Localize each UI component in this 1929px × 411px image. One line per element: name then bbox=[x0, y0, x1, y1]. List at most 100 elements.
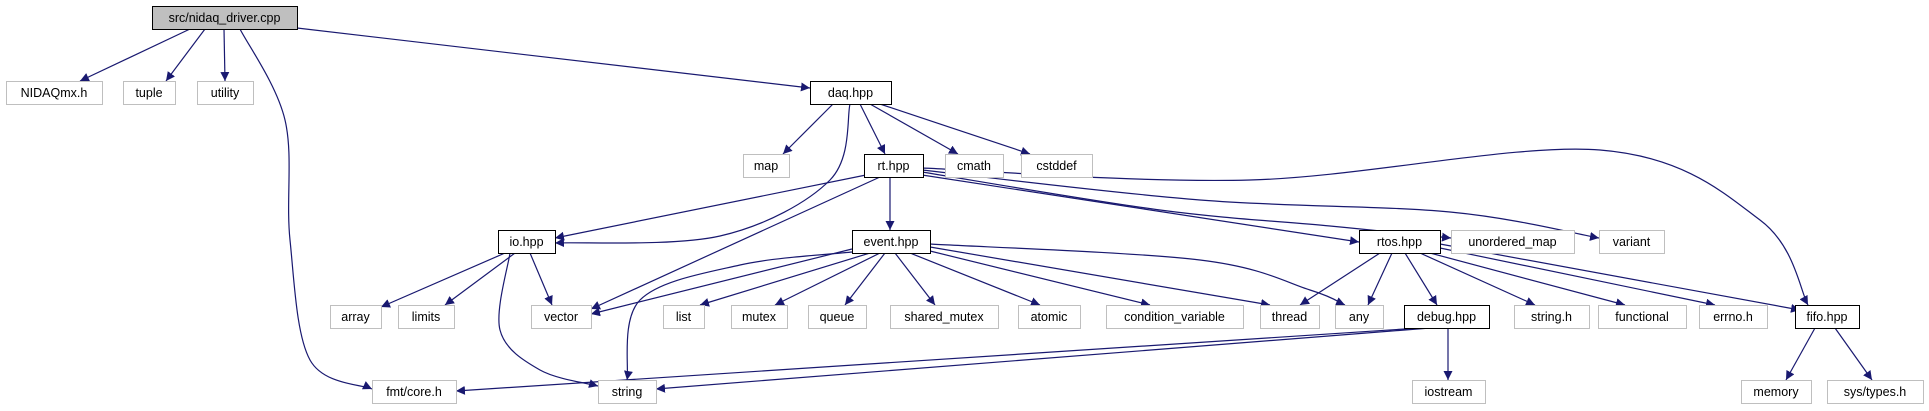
node-debug[interactable]: debug.hpp bbox=[1404, 305, 1490, 329]
node-daq-label: daq.hpp bbox=[828, 86, 873, 100]
edge-io-to-vector bbox=[529, 252, 553, 306]
node-shared_mutex-box bbox=[890, 305, 999, 329]
node-string: string bbox=[598, 380, 657, 404]
node-rtos-box bbox=[1359, 230, 1441, 254]
node-unordered_map-box bbox=[1451, 230, 1575, 254]
node-systypes-box bbox=[1827, 380, 1924, 404]
node-functional-label: functional bbox=[1615, 310, 1669, 324]
node-daq-box bbox=[810, 81, 892, 105]
node-vector-label: vector bbox=[544, 310, 578, 324]
node-string_h-label: string.h bbox=[1531, 310, 1572, 324]
edge-event-to-shared_mutex bbox=[894, 252, 936, 306]
node-limits: limits bbox=[398, 305, 455, 329]
node-atomic: atomic bbox=[1018, 305, 1081, 329]
edge-rtos-to-fifo bbox=[1439, 243, 1801, 313]
edge-rt-to-variant bbox=[921, 169, 1600, 241]
node-systypes: sys/types.h bbox=[1827, 380, 1924, 404]
node-array: array bbox=[330, 305, 382, 329]
node-event-box bbox=[852, 230, 931, 254]
node-rtos-label: rtos.hpp bbox=[1377, 235, 1422, 249]
node-utility: utility bbox=[197, 81, 254, 105]
edge-event-to-queue bbox=[844, 252, 886, 306]
edge-rt-to-vector bbox=[590, 176, 881, 310]
edge-src-to-utility bbox=[220, 28, 230, 82]
edge-event-to-condition_variable bbox=[929, 250, 1151, 308]
node-fmt: fmt/core.h bbox=[372, 380, 457, 404]
node-condition_variable-label: condition_variable bbox=[1124, 310, 1225, 324]
node-daq[interactable]: daq.hpp bbox=[810, 81, 892, 105]
node-array-box bbox=[330, 305, 382, 329]
edge-event-to-any bbox=[929, 243, 1346, 306]
node-queue-label: queue bbox=[820, 310, 855, 324]
node-io-box bbox=[498, 230, 556, 254]
node-memory-box bbox=[1741, 380, 1812, 404]
node-cstddef-box bbox=[1021, 154, 1093, 178]
edge-rtos-to-any bbox=[1367, 252, 1393, 306]
node-thread-box bbox=[1260, 305, 1320, 329]
edge-io-to-string bbox=[498, 252, 599, 388]
node-nidaqmx: NIDAQmx.h bbox=[6, 81, 103, 105]
node-errno-label: errno.h bbox=[1713, 310, 1753, 324]
node-event-label: event.hpp bbox=[864, 235, 919, 249]
node-rtos[interactable]: rtos.hpp bbox=[1359, 230, 1441, 254]
node-variant-box bbox=[1599, 230, 1665, 254]
node-nidaqmx-label: NIDAQmx.h bbox=[21, 86, 88, 100]
node-cmath: cmath bbox=[945, 154, 1004, 178]
node-atomic-label: atomic bbox=[1031, 310, 1068, 324]
edge-rtos-to-thread bbox=[1299, 252, 1381, 306]
edge-rt-to-unordered_map bbox=[921, 171, 1452, 242]
node-rt[interactable]: rt.hpp bbox=[864, 154, 924, 178]
node-cmath-box bbox=[945, 154, 1004, 178]
edge-io-to-array bbox=[380, 252, 506, 308]
edge-event-to-atomic bbox=[909, 252, 1041, 306]
node-cmath-label: cmath bbox=[957, 159, 991, 173]
edge-daq-to-io bbox=[554, 103, 851, 248]
node-fmt-box bbox=[372, 380, 457, 404]
edge-src-to-nidaqmx bbox=[79, 28, 191, 82]
edge-src-to-fmt bbox=[239, 28, 373, 390]
node-event[interactable]: event.hpp bbox=[852, 230, 931, 254]
edge-event-to-list bbox=[699, 252, 871, 307]
node-string_h: string.h bbox=[1514, 305, 1590, 329]
node-any-box bbox=[1335, 305, 1384, 329]
edge-fifo-to-systypes bbox=[1834, 327, 1873, 381]
node-variant-label: variant bbox=[1613, 235, 1651, 249]
node-unordered_map-label: unordered_map bbox=[1468, 235, 1556, 249]
node-tuple-label: tuple bbox=[135, 86, 162, 100]
node-condition_variable: condition_variable bbox=[1106, 305, 1244, 329]
node-unordered_map: unordered_map bbox=[1451, 230, 1575, 254]
edge-daq-to-map bbox=[782, 103, 834, 155]
node-debug-box bbox=[1404, 305, 1490, 329]
node-shared_mutex-label: shared_mutex bbox=[904, 310, 984, 324]
edge-event-to-thread bbox=[929, 246, 1271, 308]
node-io[interactable]: io.hpp bbox=[498, 230, 556, 254]
node-condition_variable-box bbox=[1106, 305, 1244, 329]
node-limits-label: limits bbox=[412, 310, 440, 324]
node-tuple-box bbox=[123, 81, 176, 105]
edge-debug-to-string bbox=[655, 327, 1431, 393]
node-io-label: io.hpp bbox=[509, 235, 543, 249]
node-src[interactable]: src/nidaq_driver.cpp bbox=[152, 6, 298, 30]
node-variant: variant bbox=[1599, 230, 1665, 254]
node-src-box bbox=[152, 6, 298, 30]
node-map-box bbox=[743, 154, 790, 178]
node-utility-box bbox=[197, 81, 254, 105]
edge-event-to-vector bbox=[590, 248, 853, 317]
node-debug-label: debug.hpp bbox=[1417, 310, 1476, 324]
node-cstddef-label: cstddef bbox=[1036, 159, 1077, 173]
edge-io-to-limits bbox=[444, 252, 516, 306]
edge-daq-to-cstddef bbox=[879, 103, 1031, 156]
node-src-label: src/nidaq_driver.cpp bbox=[169, 11, 281, 25]
node-fifo-box bbox=[1795, 305, 1860, 329]
node-map-label: map bbox=[754, 159, 778, 173]
node-any: any bbox=[1335, 305, 1384, 329]
node-cstddef: cstddef bbox=[1021, 154, 1093, 178]
node-tuple: tuple bbox=[123, 81, 176, 105]
edge-rtos-to-string_h bbox=[1419, 252, 1536, 306]
node-string-label: string bbox=[612, 385, 643, 399]
node-iostream-box bbox=[1412, 380, 1486, 404]
node-systypes-label: sys/types.h bbox=[1844, 385, 1907, 399]
edge-src-to-daq bbox=[296, 27, 811, 92]
node-fifo[interactable]: fifo.hpp bbox=[1795, 305, 1860, 329]
